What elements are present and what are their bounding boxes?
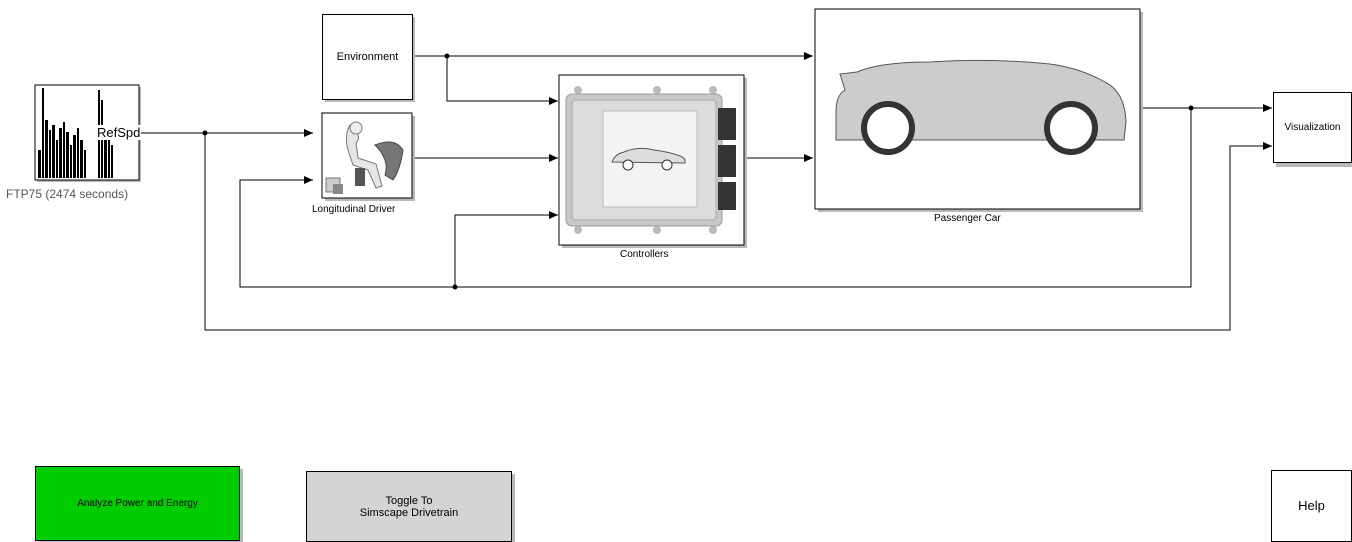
- refspd-port-label: RefSpd: [96, 125, 141, 140]
- signal-environment-controllers[interactable]: [447, 56, 558, 101]
- branch-point: [445, 54, 450, 59]
- visualization-block[interactable]: Visualization: [1273, 92, 1352, 163]
- passenger-car-block[interactable]: [815, 9, 1143, 212]
- branch-point: [1189, 106, 1194, 111]
- toggle-simscape-drivetrain-button[interactable]: Toggle To Simscape Drivetrain: [306, 471, 512, 542]
- toggle-button-label: Toggle To Simscape Drivetrain: [360, 495, 458, 519]
- environment-label: Environment: [337, 51, 399, 63]
- ecu-icon: [566, 86, 736, 234]
- passenger-car-caption: Passenger Car: [934, 213, 1001, 224]
- controllers-block[interactable]: [559, 75, 747, 248]
- branch-point: [203, 131, 208, 136]
- controllers-caption: Controllers: [620, 249, 668, 260]
- help-button[interactable]: Help: [1271, 470, 1352, 542]
- driver-caption: Longitudinal Driver: [312, 204, 395, 215]
- branch-point: [453, 285, 458, 290]
- car-silhouette-icon: [836, 60, 1126, 152]
- driver-block[interactable]: [322, 113, 415, 201]
- analyze-button-label: Analyze Power and Energy: [77, 498, 198, 510]
- signal-feedback-controllers[interactable]: [455, 215, 558, 287]
- environment-block[interactable]: Environment: [322, 14, 413, 100]
- visualization-label: Visualization: [1285, 122, 1341, 133]
- analyze-power-energy-button[interactable]: Analyze Power and Energy: [35, 466, 240, 541]
- help-button-label: Help: [1298, 500, 1325, 512]
- drive-cycle-caption: FTP75 (2474 seconds): [6, 187, 128, 201]
